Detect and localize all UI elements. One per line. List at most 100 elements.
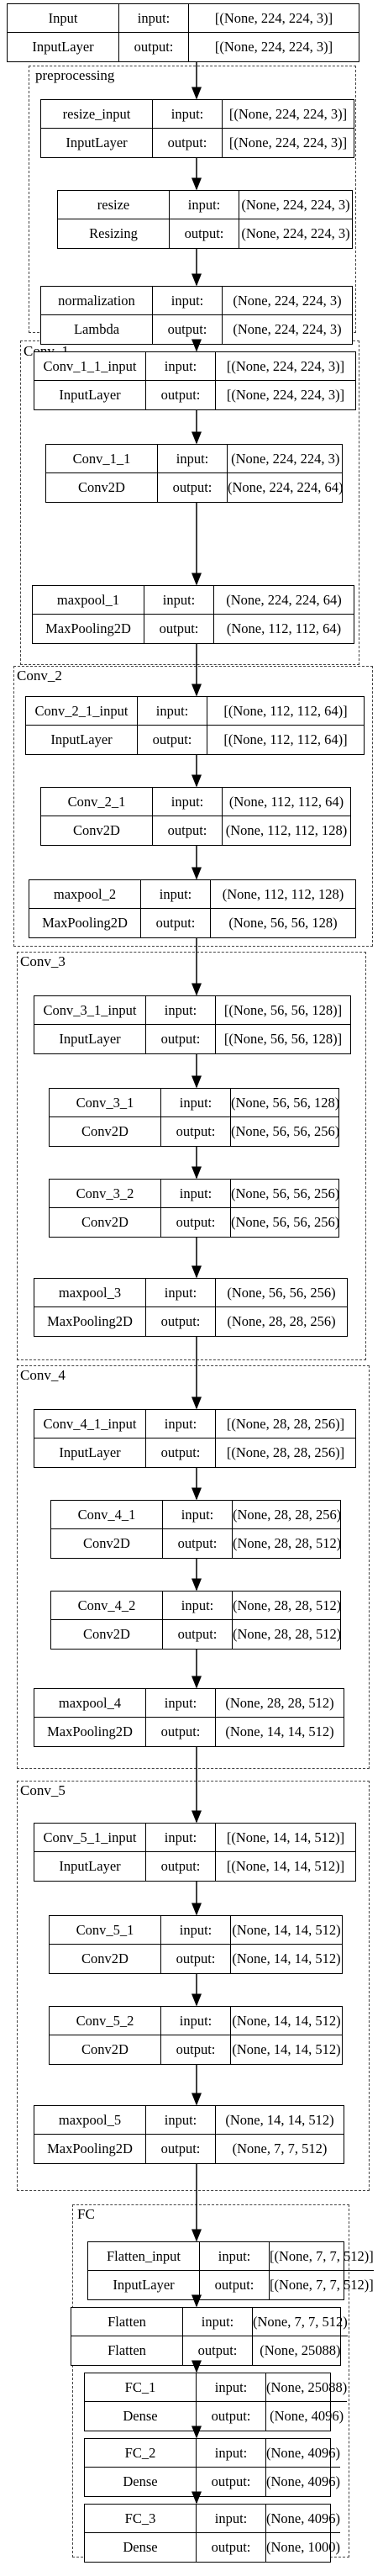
output-shape: (None, 112, 112, 128)	[225, 822, 348, 838]
output-label: output:	[146, 1718, 216, 1746]
input-shape: [(None, 7, 7, 512)]	[270, 2247, 374, 2264]
input-shape: (None, 25088)	[266, 2378, 348, 2395]
output-label: output:	[153, 816, 223, 845]
layer-name: Conv_5_2	[50, 2007, 161, 2035]
output-label: output:	[161, 1208, 231, 1237]
input-label: input:	[141, 880, 211, 908]
layer-type: MaxPooling2D	[33, 615, 144, 643]
layer-name: maxpool_2	[29, 880, 141, 908]
layer-type: Conv2D	[50, 2035, 161, 2064]
cluster-label: FC	[77, 2206, 95, 2222]
output-label: output:	[153, 129, 223, 157]
input-label: input:	[153, 788, 223, 816]
layer-type: InputLayer	[34, 1025, 146, 1053]
output-label: output:	[119, 33, 189, 61]
input-shape: [(None, 56, 56, 128)]	[223, 1001, 343, 1018]
layer-name: maxpool_4	[34, 1689, 146, 1717]
cluster-label: preprocessing	[35, 67, 115, 83]
layer-type: InputLayer	[34, 1438, 146, 1467]
layer-name: Conv_4_1	[51, 1501, 163, 1528]
layer-name: Flatten	[71, 2308, 183, 2336]
output-shape: (None, 224, 224, 64)	[228, 479, 344, 495]
output-label: output:	[161, 1945, 231, 1973]
layer-name: FC_2	[85, 2439, 197, 2467]
output-shape: [(None, 28, 28, 256)]	[226, 1444, 345, 1460]
cluster-conv-4	[17, 1365, 370, 1769]
cluster-label: Conv_4	[20, 1367, 66, 1383]
output-shape: (None, 4096)	[270, 2408, 344, 2424]
input-label: input:	[161, 2007, 231, 2035]
layer-type: Flatten	[71, 2336, 183, 2365]
input-label: input:	[161, 1089, 231, 1116]
layer-name: Conv_4_1_input	[34, 1410, 146, 1438]
output-shape: (None, 25088)	[260, 2342, 341, 2358]
input-shape: [(None, 112, 112, 64)]	[223, 702, 348, 719]
input-shape: (None, 224, 224, 64)	[226, 591, 342, 608]
output-label: output:	[170, 219, 239, 248]
input-shape: [(None, 224, 224, 3)]	[214, 9, 333, 26]
layer-name: maxpool_5	[34, 2106, 146, 2134]
input-label: input:	[161, 1916, 231, 1944]
input-label: input:	[170, 191, 239, 219]
layer-type: InputLayer	[88, 2271, 200, 2299]
input-label: input:	[153, 100, 223, 128]
output-shape: [(None, 224, 224, 3)]	[226, 387, 345, 403]
layer-name: Conv_3_1_input	[34, 996, 146, 1024]
layer-name: Input	[8, 4, 119, 32]
layer-type: Conv2D	[50, 1117, 161, 1146]
layer-name: Conv_4_2	[51, 1592, 163, 1619]
layer-type: InputLayer	[8, 33, 119, 61]
output-shape: [(None, 7, 7, 512)]	[270, 2277, 374, 2293]
output-shape: (None, 112, 112, 64)	[226, 620, 342, 636]
output-label: output:	[141, 909, 211, 937]
input-label: input:	[183, 2308, 253, 2336]
input-shape: (None, 28, 28, 512)	[225, 1694, 334, 1711]
cluster-label: Conv_2	[17, 668, 62, 684]
input-label: input:	[119, 4, 189, 32]
layer-name: Conv_2_1	[41, 788, 153, 816]
output-label: output:	[161, 1117, 231, 1146]
layer-name: Conv_3_1	[50, 1089, 161, 1116]
output-label: output:	[146, 1307, 216, 1336]
output-label: output:	[161, 2035, 231, 2064]
input-shape: (None, 14, 14, 512)	[232, 2012, 341, 2029]
output-label: output:	[146, 1852, 216, 1881]
input-shape: (None, 14, 14, 512)	[225, 2111, 334, 2128]
output-shape: [(None, 14, 14, 512)]	[226, 1858, 345, 1874]
layer-type: InputLayer	[34, 381, 146, 409]
input-label: input:	[197, 2373, 266, 2401]
output-label: output:	[197, 2468, 266, 2496]
output-shape: (None, 28, 28, 256)	[227, 1313, 336, 1329]
layer-type: MaxPooling2D	[34, 1718, 146, 1746]
